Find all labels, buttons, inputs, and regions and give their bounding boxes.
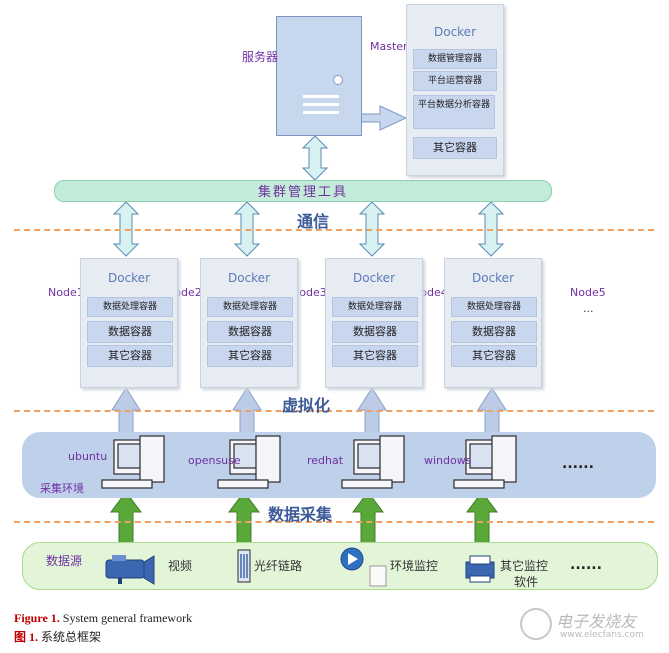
node-docker-panel: Docker 数据处理容器 数据容器 其它容器 xyxy=(325,258,423,388)
node-container: 其它容器 xyxy=(332,345,418,367)
caption-zh: 图 1. 系统总框架 xyxy=(14,628,101,645)
node-container: 数据处理容器 xyxy=(332,297,418,317)
node-label: Node5 xyxy=(570,286,606,299)
layer-label-comm: 通信 xyxy=(297,212,330,231)
node-container: 其它容器 xyxy=(451,345,537,367)
master-container: 平台数据分析容器 xyxy=(413,95,495,129)
env-label: 采集环境 xyxy=(40,482,84,495)
node-container: 数据处理容器 xyxy=(451,297,537,317)
node-container: 数据处理容器 xyxy=(207,297,293,317)
layer-label-virtual: 虚拟化 xyxy=(282,396,331,415)
data-source-label: 数据源 xyxy=(46,554,83,568)
master-container: 平台运营容器 xyxy=(413,71,497,91)
caption-zh-number: 图 1. xyxy=(14,630,39,644)
watermark-logo: 电子发烧友 www.elecfans.com xyxy=(520,604,660,646)
master-container: 数据管理容器 xyxy=(413,49,497,69)
server-tower xyxy=(276,16,362,136)
server-label: 服务器 xyxy=(242,50,279,64)
node-docker-panel: Docker 数据处理容器 数据容器 其它容器 xyxy=(80,258,178,388)
node-label: Node1 xyxy=(48,286,84,299)
fiber-link-icon xyxy=(237,549,251,583)
master-docker-panel: Docker 数据管理容器 平台运营容器 平台数据分析容器 其它容器 xyxy=(406,4,504,176)
cluster-management-label: 集群管理工具 xyxy=(257,185,348,200)
divider-line xyxy=(14,229,654,231)
os-label: windows xyxy=(424,454,472,467)
node-container: 数据处理容器 xyxy=(87,297,173,317)
node-container: 其它容器 xyxy=(87,345,173,367)
os-label: redhat xyxy=(307,454,344,467)
node-container: 数据容器 xyxy=(207,321,293,343)
master-docker-title: Docker xyxy=(433,25,477,39)
os-label: opensuse xyxy=(188,454,241,467)
source-item-video: 视频 xyxy=(168,559,193,573)
node-docker-title: Docker xyxy=(107,271,151,285)
env-more: ...... xyxy=(562,456,594,472)
node-docker-panel: Docker 数据处理容器 数据容器 其它容器 xyxy=(444,258,542,388)
node-container: 其它容器 xyxy=(207,345,293,367)
node-label: Node3 xyxy=(291,286,327,299)
server-slot xyxy=(303,111,339,114)
other-monitor-icon xyxy=(465,555,495,583)
source-more: ...... xyxy=(570,557,602,573)
node-container: 数据容器 xyxy=(451,321,537,343)
computer-icon xyxy=(453,435,517,489)
watermark-url: www.elecfans.com xyxy=(560,630,644,640)
node-docker-title: Docker xyxy=(471,271,515,285)
source-item-other: 其它监控 xyxy=(500,559,549,573)
os-label: ubuntu xyxy=(68,450,108,463)
node5-ellipsis: ... xyxy=(583,302,594,315)
computer-icon xyxy=(101,435,165,489)
node-container: 数据容器 xyxy=(87,321,173,343)
master-label: Master xyxy=(370,40,408,53)
source-item-software: 软件 xyxy=(514,575,539,589)
caption-en: Figure 1. System general framework xyxy=(14,611,192,626)
divider-line xyxy=(14,410,654,412)
divider-line xyxy=(14,521,654,523)
source-item-fiber: 光纤链路 xyxy=(254,559,303,573)
cluster-management-bar: 集群管理工具 xyxy=(54,180,552,202)
server-slot xyxy=(303,95,339,98)
environment-monitor-icon xyxy=(340,547,387,587)
video-camera-icon xyxy=(105,555,155,585)
computer-icon xyxy=(341,435,405,489)
layer-label-collect: 数据采集 xyxy=(268,505,333,524)
caption-zh-text: 系统总框架 xyxy=(41,630,102,644)
node-container: 数据容器 xyxy=(332,321,418,343)
computer-icon xyxy=(217,435,281,489)
caption-en-text: System general framework xyxy=(62,611,193,625)
server-slot xyxy=(303,103,339,106)
watermark-text: 电子发烧友 xyxy=(556,612,637,631)
node-docker-title: Docker xyxy=(227,271,271,285)
master-container: 其它容器 xyxy=(413,137,497,159)
node-docker-title: Docker xyxy=(352,271,396,285)
server-power-light xyxy=(333,75,343,85)
caption-en-number: Figure 1. xyxy=(14,611,60,625)
node-docker-panel: Docker 数据处理容器 数据容器 其它容器 xyxy=(200,258,298,388)
source-item-env: 环境监控 xyxy=(390,559,439,573)
watermark-circle-icon xyxy=(520,608,552,640)
